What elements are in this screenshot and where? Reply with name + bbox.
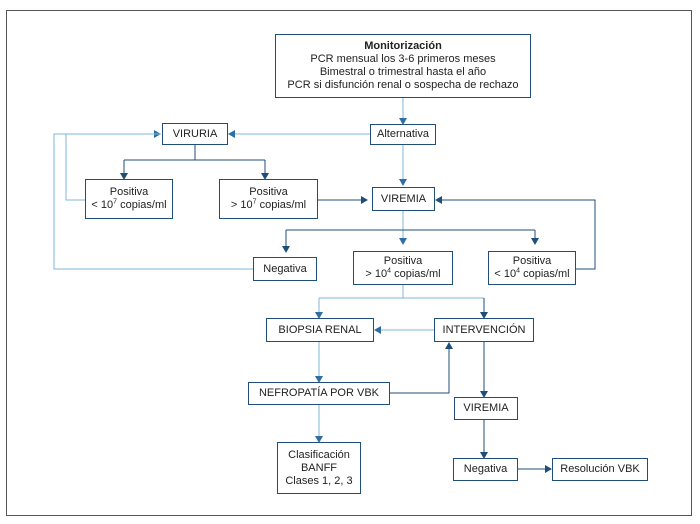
node-viremia-positiva-menor-line2: < 104 copias/ml	[494, 267, 570, 281]
node-viremia: VIREMIA	[372, 187, 435, 211]
node-intervencion: INTERVENCIÓN	[434, 318, 534, 342]
node-monitorizacion-line3: PCR si disfunción renal o sospecha de re…	[287, 79, 519, 91]
node-viremia-2-label: VIREMIA	[463, 402, 509, 414]
node-alternativa-label: Alternativa	[377, 128, 429, 140]
node-monitorizacion-title: Monitorización	[364, 40, 442, 52]
node-viruria-positiva-mayor: Positiva > 107 copias/ml	[219, 179, 318, 219]
node-viremia-positiva-mayor-line2: > 104 copias/ml	[365, 267, 441, 281]
node-viremia-positiva-menor: Positiva < 104 copias/ml	[488, 251, 576, 285]
node-viremia-positiva-mayor: Positiva > 104 copias/ml	[353, 251, 453, 285]
node-viremia-positiva-menor-exp: 4	[516, 267, 521, 275]
node-intervencion-label: INTERVENCIÓN	[442, 323, 526, 336]
node-viruria-positiva-mayor-post: copias/ml	[256, 199, 307, 211]
node-viruria-positiva-mayor-exp: 7	[252, 198, 257, 206]
node-viremia-positiva-mayor-line1: Positiva	[383, 255, 423, 267]
edge-negativa-loop	[53, 133, 253, 270]
node-viremia-positiva-mayor-exp: 4	[387, 267, 392, 275]
edge-viremia-branches	[286, 229, 535, 252]
node-alternativa: Alternativa	[370, 124, 436, 145]
node-monitorizacion-line2: Bimestral o trimestral hasta el año	[319, 66, 487, 78]
node-viruria-positiva-menor-line1: Positiva	[109, 186, 149, 198]
edge-nefropatia-intervencion	[390, 342, 453, 394]
node-clasificacion-line3: Clases 1, 2, 3	[285, 474, 353, 487]
node-biopsia-renal: BIOPSIA RENAL	[266, 318, 374, 342]
node-negativa: Negativa	[253, 257, 317, 281]
node-viremia-2: VIREMIA	[454, 397, 518, 420]
node-viruria-positiva-mayor-line2: > 107 copias/ml	[230, 198, 307, 212]
node-nefropatia-label: NEFROPATÍA POR VBK	[258, 387, 379, 399]
node-viremia-label: VIREMIA	[380, 192, 427, 205]
node-resolucion-vbk: Resolución VBK	[552, 458, 648, 481]
node-viruria: VIRURIA	[162, 123, 228, 145]
node-monitorizacion: Monitorización PCR mensual los 3-6 prime…	[275, 34, 531, 98]
node-viremia-positiva-menor-line1: Positiva	[512, 255, 552, 267]
node-viruria-positiva-menor-exp: 7	[113, 198, 118, 206]
node-viremia-positiva-menor-post: copias/ml	[520, 268, 570, 280]
node-resolucion-vbk-label: Resolución VBK	[560, 463, 640, 475]
node-clasificacion-line2: BANFF	[300, 461, 338, 474]
diagram-frame	[6, 10, 692, 516]
edge-viruria-split	[123, 145, 265, 179]
node-negativa-label: Negativa	[263, 262, 307, 275]
node-negativa-2-label: Negativa	[463, 463, 508, 475]
node-viruria-positiva-mayor-pre: > 10	[230, 199, 253, 211]
node-viruria-positiva-menor-line2: < 107 copias/ml	[91, 198, 167, 212]
node-viruria-label: VIRURIA	[172, 127, 218, 140]
node-viremia-positiva-mayor-post: copias/ml	[391, 268, 441, 280]
edge-pos-high-split	[319, 285, 484, 318]
node-viruria-positiva-menor: Positiva < 107 copias/ml	[85, 179, 173, 219]
node-nefropatia: NEFROPATÍA POR VBK	[248, 382, 390, 405]
node-viremia-positiva-menor-pre: < 10	[494, 268, 517, 280]
node-viruria-positiva-menor-post: copias/ml	[117, 199, 167, 211]
node-clasificacion-line1: Clasificación	[288, 448, 350, 461]
node-viruria-positiva-mayor-line1: Positiva	[249, 186, 288, 198]
node-monitorizacion-line1: PCR mensual los 3-6 primeros meses	[310, 53, 496, 65]
node-viruria-positiva-menor-pre: < 10	[91, 199, 114, 211]
node-biopsia-renal-label: BIOPSIA RENAL	[278, 323, 362, 336]
node-negativa-2: Negativa	[453, 458, 518, 481]
edge-viremia-low-loop	[435, 196, 596, 270]
node-viremia-positiva-mayor-pre: > 10	[365, 268, 388, 280]
node-clasificacion: Clasificación BANFF Clases 1, 2, 3	[277, 442, 361, 494]
